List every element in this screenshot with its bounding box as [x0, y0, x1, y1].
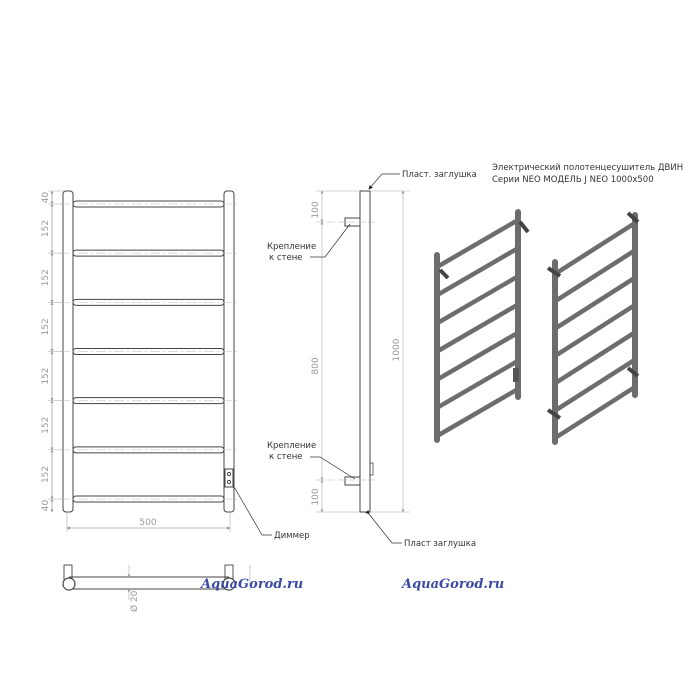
dim-top-100: 100	[311, 201, 321, 218]
towel-rail-render	[546, 211, 640, 445]
render-mount	[626, 366, 640, 378]
pole-section-right	[222, 577, 236, 591]
rail-bar	[72, 249, 225, 257]
mount-bottom-label-1: Крепление	[267, 441, 316, 451]
render-dimmer	[513, 368, 519, 382]
bottom-view	[62, 564, 251, 600]
render-rail	[552, 302, 638, 359]
vertical-dim-label: 152	[41, 417, 51, 434]
rail-bar	[72, 397, 225, 405]
wall-mount-bottom	[344, 476, 361, 486]
dimmer-knob	[226, 479, 232, 485]
dimmer-label: Диммер	[274, 531, 310, 541]
watermark: AquaGorod.ru	[400, 577, 504, 592]
dimmer-box	[224, 468, 234, 488]
render-rail	[552, 357, 638, 413]
render-rail	[434, 358, 521, 411]
dimmer-knob	[226, 471, 232, 477]
3d-renders	[434, 209, 640, 445]
title-line-1: Электрический полотенцесушитель ДВИН	[492, 163, 683, 173]
render-rail	[552, 384, 638, 441]
diameter-dim-label: Ø 20	[129, 590, 140, 612]
render-rail	[434, 330, 521, 382]
rail-bar	[72, 348, 225, 355]
render-rail	[434, 302, 521, 354]
vertical-dim-label: 152	[41, 466, 51, 483]
render-rail	[434, 386, 521, 439]
render-rail	[552, 330, 638, 386]
mount-bottom-leader	[310, 456, 356, 480]
vertical-dim-label: 152	[41, 269, 51, 286]
vertical-dim-label: 152	[41, 367, 51, 384]
rail-bar	[72, 298, 225, 306]
bottom-cap-leader	[365, 509, 402, 544]
render-rail	[552, 248, 638, 304]
render-mount	[546, 266, 562, 278]
side-dimmer	[369, 462, 374, 476]
vertical-dim-label: 40	[41, 500, 51, 512]
side-pole	[359, 190, 371, 513]
rail-bar	[72, 200, 225, 208]
rail-bar	[72, 495, 225, 503]
render-rail	[434, 274, 521, 326]
rail-bar	[72, 446, 225, 454]
watermark: AquaGorod.ru	[199, 577, 303, 592]
render-rail	[434, 245, 521, 298]
vertical-dim-label: 152	[41, 220, 51, 237]
top-cap-leader	[368, 173, 400, 190]
render-mount	[546, 408, 562, 420]
vertical-dim-label: 152	[41, 318, 51, 335]
towel-rail-render	[434, 209, 530, 443]
front-view	[51, 190, 238, 532]
mount-bottom-label-2: к стене	[269, 452, 302, 462]
pole-section-left	[62, 577, 76, 591]
top-cap-label: Пласт. заглушка	[402, 170, 477, 180]
render-mount	[438, 268, 450, 280]
width-dim-label: 500	[139, 518, 156, 528]
bottom-cap-label: Пласт заглушка	[404, 539, 476, 549]
dim-middle-800: 800	[311, 357, 321, 374]
dimmer-leader	[232, 484, 272, 536]
title-line-2: Серии NEO МОДЕЛЬ J NEO 1000x500	[492, 175, 654, 185]
mount-top-label-2: к стене	[269, 253, 302, 263]
side-view	[316, 190, 410, 513]
render-rail	[552, 275, 638, 331]
dim-bottom-100: 100	[311, 488, 321, 505]
mount-top-label-1: Крепление	[267, 242, 316, 252]
render-rail	[434, 217, 521, 270]
vertical-dim-label: 40	[41, 191, 51, 203]
render-rail	[552, 220, 638, 277]
mount-top-leader	[310, 223, 351, 258]
render-mount	[626, 211, 640, 224]
dim-total-1000: 1000	[392, 338, 402, 361]
render-mount	[518, 220, 530, 234]
